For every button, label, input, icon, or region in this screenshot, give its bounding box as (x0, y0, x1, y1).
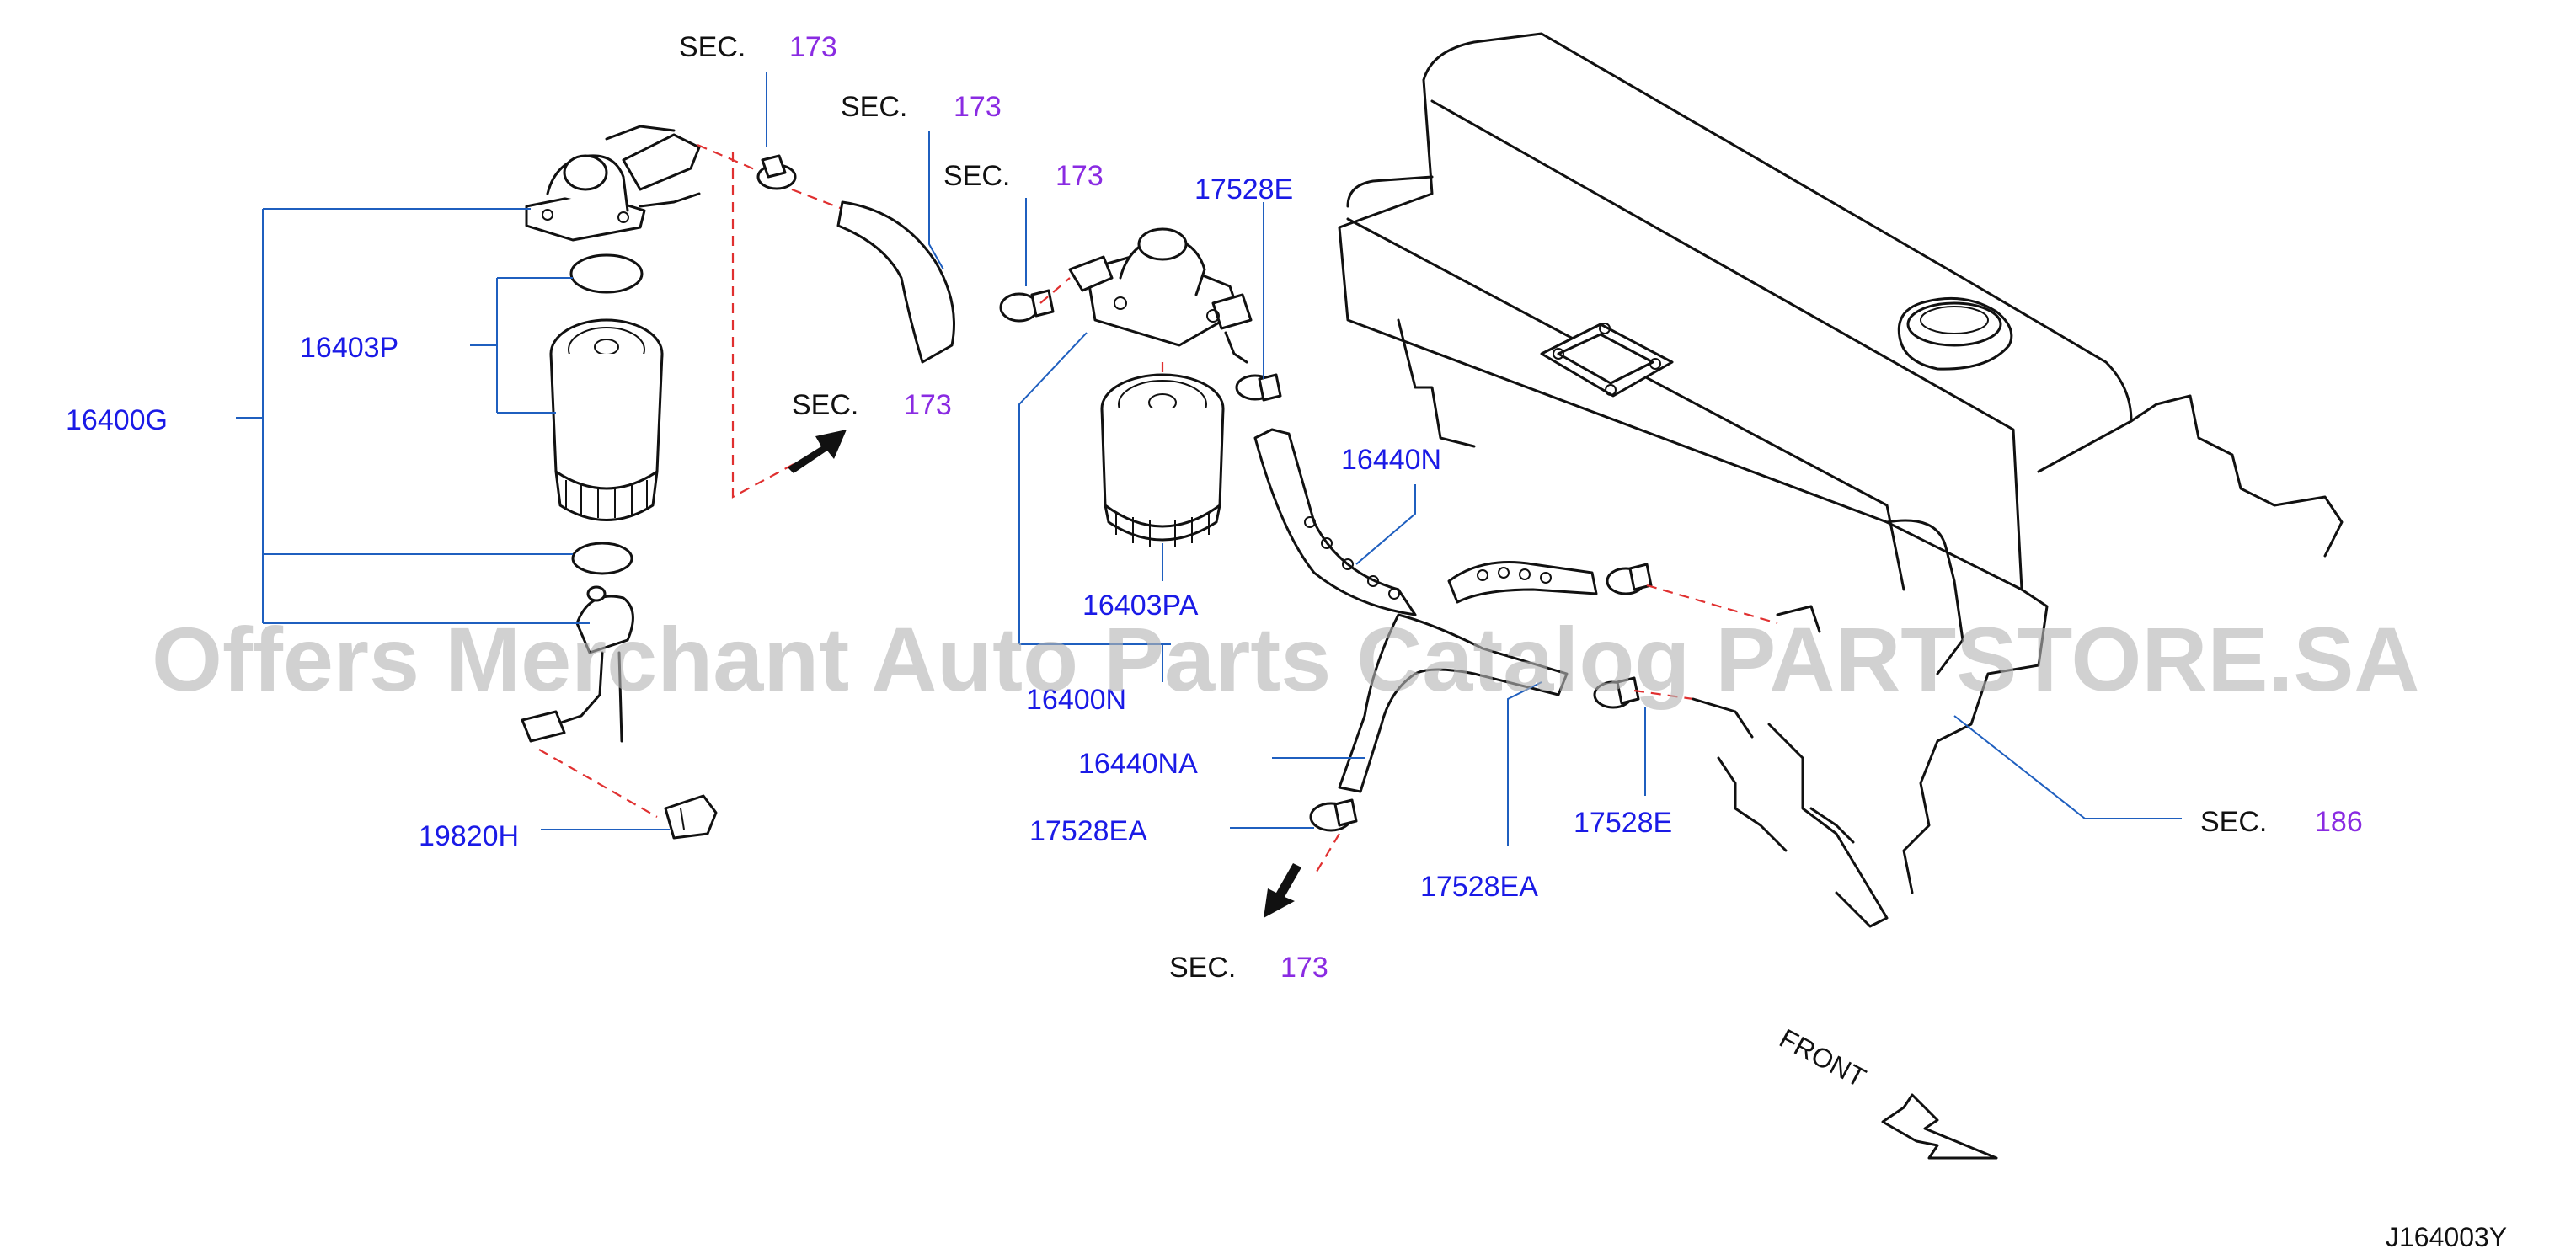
fuel-filter-head-left[interactable] (525, 125, 701, 242)
label-17528E-top[interactable]: 17528E (1194, 173, 1293, 205)
label-sec-top1: SEC. (679, 31, 746, 63)
hose-clamp-top-left[interactable] (756, 154, 797, 190)
label-sec-right: SEC. (2200, 806, 2267, 838)
label-17528EA-left[interactable]: 17528EA (1029, 815, 1147, 847)
sec-number-top1[interactable]: 173 (789, 31, 837, 63)
label-16440NA[interactable]: 16440NA (1078, 748, 1198, 780)
hose-clamp-center[interactable] (1235, 373, 1282, 402)
fuel-hose-16440N[interactable] (1253, 428, 1417, 616)
hose-clamp-bottom[interactable] (1309, 798, 1358, 832)
label-sec-bottom: SEC. (1169, 952, 1236, 984)
label-19820H[interactable]: 19820H (419, 820, 519, 852)
watermark-text: Offers Merchant Auto Parts Catalog PARTS… (152, 608, 2419, 710)
front-arrow-icon (1881, 1093, 1998, 1160)
flow-arrow-mid (788, 430, 847, 473)
label-17528E-right[interactable]: 17528E (1574, 807, 1672, 839)
leader-lines (236, 72, 2182, 846)
water-sensor[interactable] (521, 585, 634, 743)
o-ring-bottom[interactable] (571, 542, 633, 575)
fuel-hose-16440NA[interactable] (1338, 613, 1569, 793)
front-label: FRONT (1775, 1022, 1871, 1093)
diagram-code: J164003Y (2386, 1222, 2507, 1250)
fuel-filter-head-center[interactable] (1068, 227, 1253, 364)
fuel-hose-top[interactable] (836, 200, 955, 364)
label-sec-mid: SEC. (792, 389, 858, 421)
label-16403P[interactable]: 16403P (300, 332, 398, 364)
hose-clamp-right-lower[interactable] (1593, 676, 1640, 709)
label-16440N[interactable]: 16440N (1341, 444, 1441, 476)
hose-clamp-top-mid[interactable] (999, 289, 1055, 323)
label-sec-top3: SEC. (943, 160, 1010, 192)
sec-number-top2[interactable]: 173 (954, 91, 1002, 123)
label-16400N[interactable]: 16400N (1026, 684, 1126, 716)
label-16403PA[interactable]: 16403PA (1082, 590, 1199, 622)
connector-clip[interactable] (664, 794, 718, 840)
fuel-filter-cartridge-center[interactable] (1100, 373, 1225, 547)
sec-number-bottom[interactable]: 173 (1280, 952, 1328, 984)
hose-clamp-right-upper[interactable] (1606, 563, 1653, 595)
engine-block-drawing (1338, 32, 2344, 928)
label-sec-top2: SEC. (841, 91, 907, 123)
sec-number-right[interactable]: 186 (2315, 806, 2363, 838)
flow-arrow-bottom (1264, 863, 1301, 918)
fuel-filter-cartridge-left[interactable] (549, 318, 664, 521)
label-17528EA-bottom[interactable]: 17528EA (1420, 871, 1538, 903)
sec-number-top3[interactable]: 173 (1056, 160, 1104, 192)
o-ring-top[interactable] (569, 253, 644, 294)
sec-number-mid[interactable]: 173 (904, 389, 952, 421)
fuel-hose-upper-right[interactable] (1447, 561, 1598, 604)
label-16400G[interactable]: 16400G (66, 404, 168, 436)
